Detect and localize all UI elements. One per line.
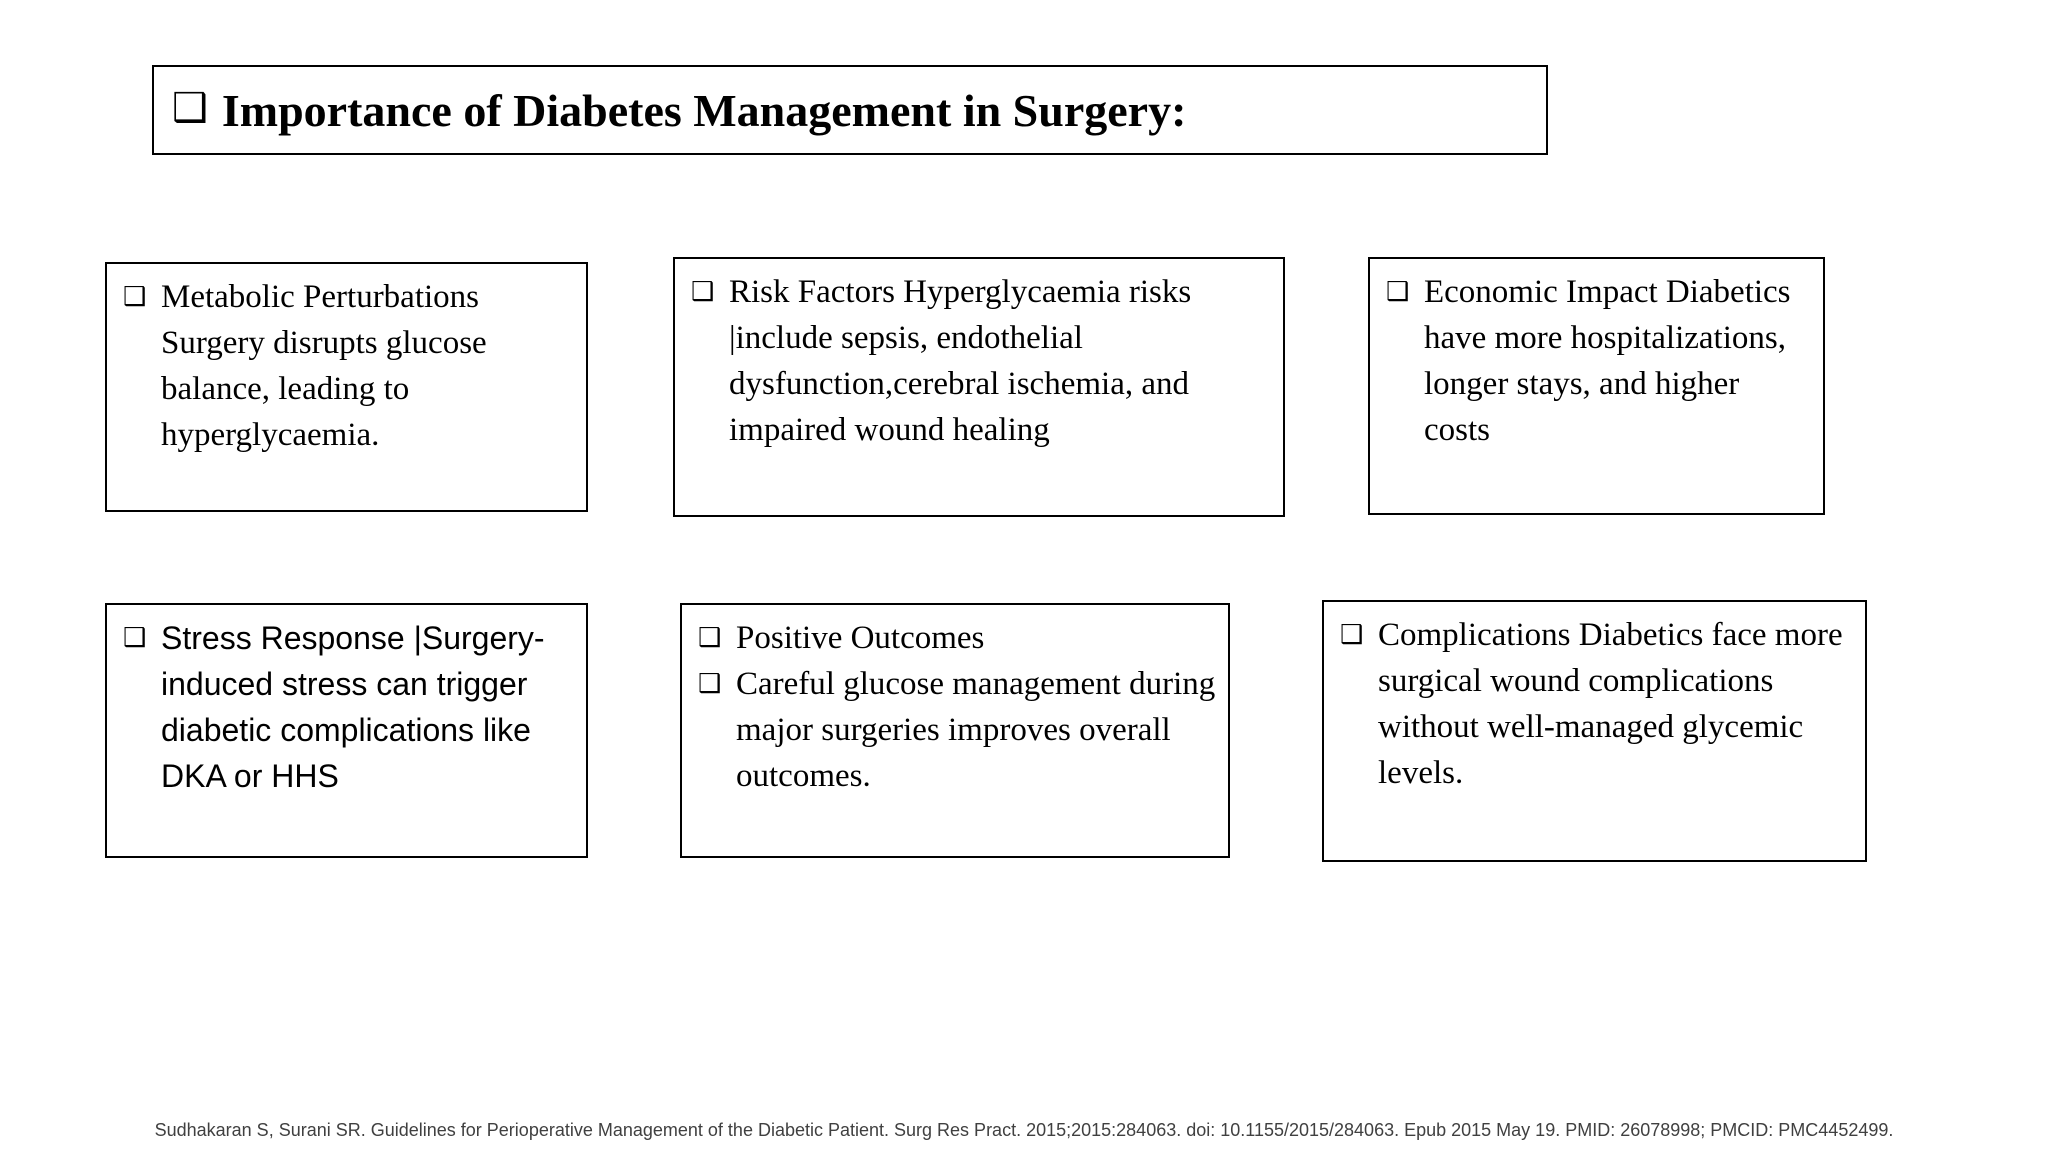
content-box-complications: ❑ Complications Diabetics face more surg…: [1322, 600, 1867, 862]
list-item-text: Complications Diabetics face more surgic…: [1378, 617, 1843, 791]
content-box-positive-outcomes: ❑ Positive Outcomes ❑ Careful glucose ma…: [680, 603, 1230, 858]
checkbox-bullet-icon: ❑: [123, 623, 147, 653]
slide-title-box: ❑ Importance of Diabetes Management in S…: [152, 65, 1548, 155]
content-box-stress-response: ❑ Stress Response |Surgery-induced stres…: [105, 603, 588, 858]
checkbox-bullet-icon: ❑: [172, 85, 208, 131]
list-item-text: Economic Impact Diabetics have more hosp…: [1424, 274, 1791, 448]
list-item-text: Metabolic Perturbations Surgery disrupts…: [161, 279, 487, 453]
list-item-text: Careful glucose management during major …: [736, 666, 1216, 794]
content-box-risk-factors: ❑ Risk Factors Hyperglycaemia risks |inc…: [673, 257, 1285, 517]
checkbox-bullet-icon: ❑: [698, 623, 722, 653]
list-item: ❑ Risk Factors Hyperglycaemia risks |inc…: [687, 269, 1271, 453]
list-item: ❑ Economic Impact Diabetics have more ho…: [1382, 269, 1811, 453]
checkbox-bullet-icon: ❑: [698, 669, 722, 699]
list-item: ❑ Complications Diabetics face more surg…: [1336, 612, 1853, 796]
page-title: Importance of Diabetes Management in Sur…: [221, 84, 1187, 136]
list-item-text: Positive Outcomes: [736, 620, 985, 656]
checkbox-bullet-icon: ❑: [123, 282, 147, 312]
checkbox-bullet-icon: ❑: [691, 277, 715, 307]
checkbox-bullet-icon: ❑: [1340, 620, 1364, 650]
list-item-text: Stress Response |Surgery-induced stress …: [161, 620, 545, 794]
list-item: ❑ Metabolic Perturbations Surgery disrup…: [119, 274, 574, 458]
list-item: ❑ Careful glucose management during majo…: [694, 661, 1216, 799]
checkbox-bullet-icon: ❑: [1386, 277, 1410, 307]
list-item: ❑ Stress Response |Surgery-induced stres…: [119, 615, 574, 799]
list-item: ❑ Positive Outcomes: [694, 615, 1216, 661]
content-box-metabolic-perturbations: ❑ Metabolic Perturbations Surgery disrup…: [105, 262, 588, 512]
source-citation: Sudhakaran S, Surani SR. Guidelines for …: [154, 1120, 1894, 1140]
list-item-text: Risk Factors Hyperglycaemia risks |inclu…: [729, 274, 1192, 448]
content-box-economic-impact: ❑ Economic Impact Diabetics have more ho…: [1368, 257, 1825, 515]
